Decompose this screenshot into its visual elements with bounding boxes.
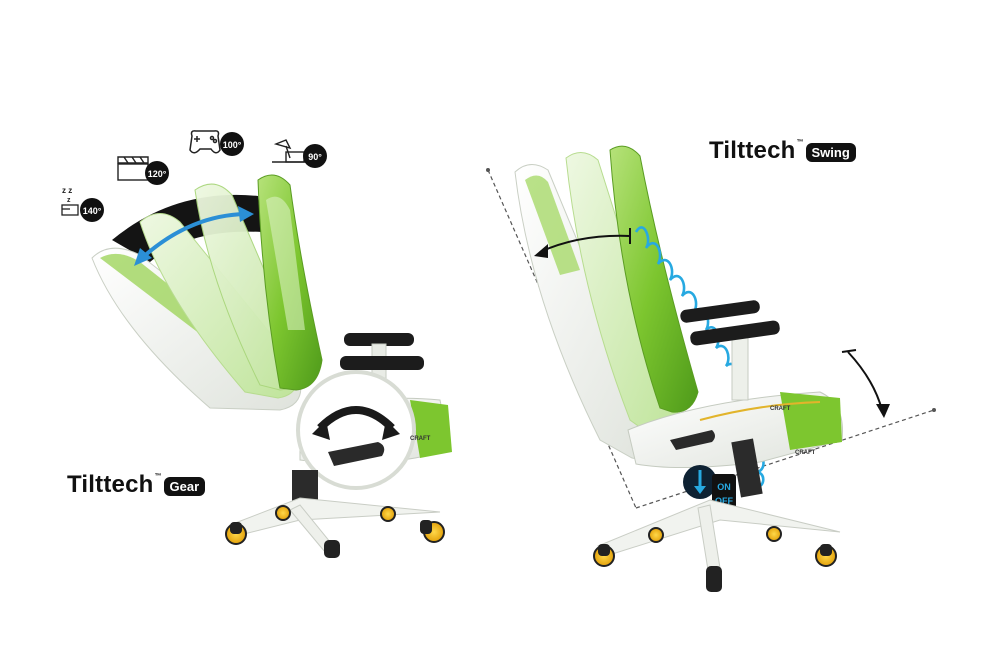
left-armrest-back <box>344 333 414 346</box>
left-armrest-front <box>340 356 424 370</box>
brand-tilttech-swing: Tilttech ™ Swing <box>709 138 856 164</box>
sleep-icon: z z z <box>61 186 79 216</box>
left-base <box>229 497 441 536</box>
right-base <box>597 499 841 557</box>
brand-name: Tilttech <box>709 137 796 164</box>
right-armrest-front <box>690 320 780 346</box>
right-chair: CRAFT CRAFT ON OFF <box>486 145 936 592</box>
right-chair-logo-upper: CRAFT <box>770 406 791 412</box>
angle-label-140: 140° <box>83 206 102 216</box>
right-gas-lift <box>731 438 763 498</box>
right-armrest-back <box>680 300 760 323</box>
brand-tilttech-gear: Tilttech ™ Gear <box>67 471 206 498</box>
trademark-symbol: ™ <box>796 139 804 146</box>
mechanism-rotate-arrow <box>317 406 395 431</box>
trademark-symbol: ™ <box>154 473 162 480</box>
left-chair-logo: CRAFT <box>410 436 431 442</box>
recline-double-arrow <box>140 212 247 260</box>
switch-off-label: OFF <box>715 496 733 506</box>
svg-text:z z: z z <box>62 186 72 195</box>
right-mechanism-lever <box>670 430 715 450</box>
swing-arrow-back <box>539 234 631 253</box>
mechanism-zoom-circle <box>296 370 416 490</box>
right-casters <box>593 526 837 592</box>
right-chair-logo-lower: CRAFT <box>795 450 816 456</box>
left-casters <box>225 505 445 558</box>
right-backrest-upright <box>609 145 699 413</box>
gamepad-icon <box>189 130 221 154</box>
angle-badge-120: 120° <box>117 156 169 185</box>
svg-text:z: z <box>67 197 71 204</box>
swing-arrow-front <box>847 351 883 411</box>
brand-name: Tilttech <box>67 471 154 498</box>
left-chair: CRAFT <box>91 174 452 558</box>
clapperboard-icon <box>117 156 149 181</box>
brand-variant-badge: Gear <box>163 477 206 496</box>
mechanism-lever <box>328 442 385 466</box>
angle-label-90: 90° <box>308 152 322 162</box>
lock-switch: ON OFF <box>683 465 736 510</box>
angle-badge-140: z z z 140° <box>61 186 104 222</box>
tilt-guide-floor <box>635 409 935 509</box>
angle-label-120: 120° <box>148 169 167 179</box>
switch-on-label: ON <box>717 482 731 492</box>
angle-badge-90: 90° <box>272 139 327 168</box>
angle-label-100: 100° <box>223 140 242 150</box>
desk-lamp-icon <box>272 139 306 163</box>
angle-badge-100: 100° <box>189 130 244 156</box>
brand-variant-badge: Swing <box>805 143 856 162</box>
